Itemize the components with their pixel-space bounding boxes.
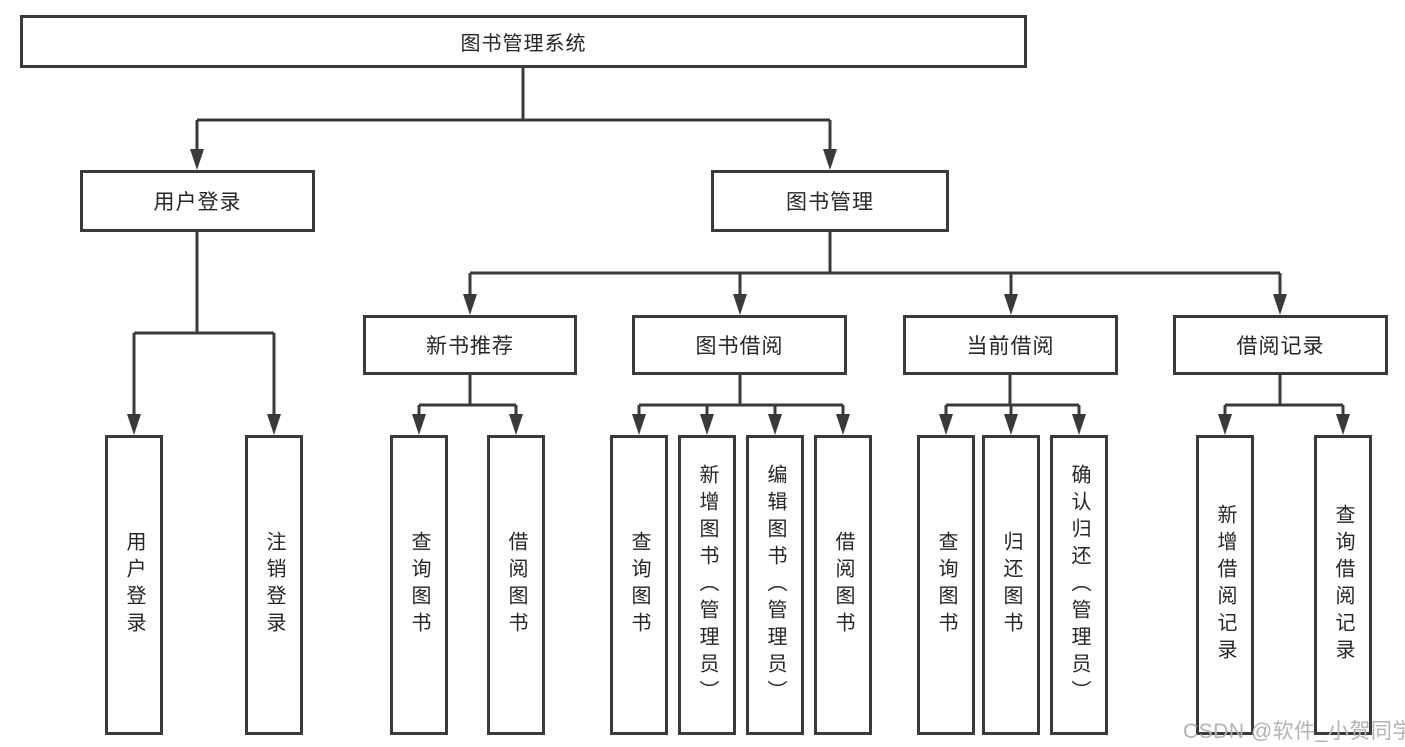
arrowhead-icon (1273, 294, 1287, 315)
arrowheads (127, 149, 1350, 435)
arrowhead-icon (1004, 414, 1018, 435)
arrowhead-icon (632, 414, 646, 435)
leaf-bb-add-books-admin: 新增图书（管理员） (678, 435, 736, 735)
arrowhead-icon (939, 414, 953, 435)
leaf-br-add-record: 新增借阅记录 (1196, 435, 1254, 735)
arrowhead-icon (1072, 414, 1086, 435)
connector-br-to-leaves (1223, 375, 1345, 418)
node-root-library-system: 图书管理系统 (20, 15, 1027, 68)
arrowhead-icon (1218, 414, 1232, 435)
arrowhead-icon (836, 414, 850, 435)
arrowhead-icon (733, 294, 747, 315)
connector-root-to-level2 (195, 68, 832, 152)
csdn-watermark: CSDN @软件_小贺同学 (1183, 720, 1405, 743)
leaf-cb-confirm-return-admin: 确认归还（管理员） (1050, 435, 1108, 735)
arrowhead-icon (823, 149, 837, 170)
leaf-br-query-record: 查询借阅记录 (1314, 435, 1372, 735)
node-current-borrow: 当前借阅 (903, 315, 1118, 375)
arrowhead-icon (267, 414, 281, 435)
connector-rec-to-leaves (417, 375, 518, 418)
arrowhead-icon (700, 414, 714, 435)
connector-user-login-to-leaves (132, 232, 276, 417)
leaf-bb-borrow-books: 借阅图书 (814, 435, 872, 735)
arrowhead-icon (1336, 414, 1350, 435)
node-book-borrow: 图书借阅 (632, 315, 847, 375)
connector-book-mgmt-to-level3 (468, 232, 1282, 298)
leaf-user-login: 用户登录 (105, 435, 163, 735)
leaf-cb-query-books: 查询图书 (917, 435, 975, 735)
leaf-cb-return-books: 归还图书 (982, 435, 1040, 735)
leaf-rec-borrow-books: 借阅图书 (487, 435, 545, 735)
arrowhead-icon (509, 414, 523, 435)
connector-cb-to-leaves (944, 375, 1081, 418)
arrowhead-icon (127, 414, 141, 435)
leaf-bb-query-books: 查询图书 (610, 435, 668, 735)
node-new-book-recommend: 新书推荐 (363, 315, 577, 375)
arrowhead-icon (412, 414, 426, 435)
arrowhead-icon (768, 414, 782, 435)
node-book-management: 图书管理 (711, 170, 949, 232)
leaf-bb-edit-books-admin: 编辑图书（管理员） (746, 435, 804, 735)
arrowhead-icon (190, 149, 204, 170)
connector-bb-to-leaves (637, 375, 845, 418)
node-user-login: 用户登录 (80, 170, 315, 232)
arrowhead-icon (1004, 294, 1018, 315)
node-borrow-records: 借阅记录 (1173, 315, 1388, 375)
arrowhead-icon (463, 294, 477, 315)
leaf-rec-query-books: 查询图书 (390, 435, 448, 735)
leaf-logout: 注销登录 (245, 435, 303, 735)
